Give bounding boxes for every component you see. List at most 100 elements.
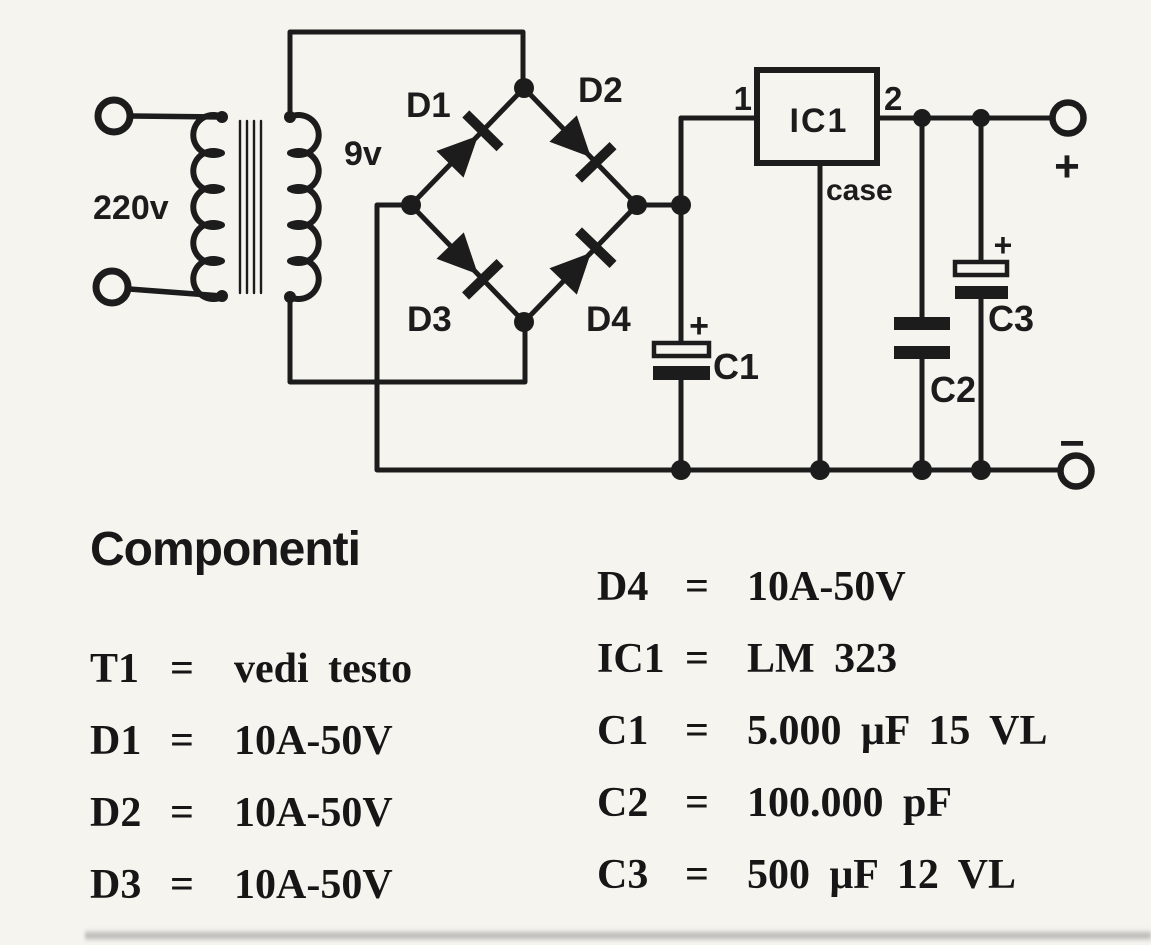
equals-sign: =	[170, 862, 194, 908]
junction-dot	[912, 460, 932, 480]
ic1-pin2-label: 2	[884, 80, 902, 117]
power-supply-schematic: 220v 9v	[92, 29, 1095, 490]
component-value: 10A-50V	[234, 790, 393, 836]
c3-plus-icon: +	[994, 227, 1013, 263]
component-value: 500 μF 12 VL	[747, 852, 1016, 898]
c1-negative-plate	[653, 366, 710, 380]
component-name: C1	[597, 708, 649, 754]
bridge-top-node	[514, 78, 534, 98]
c1-label: C1	[713, 346, 759, 387]
c2-plate-top	[894, 317, 950, 330]
c1-positive-plate	[651, 340, 712, 359]
component-name: D3	[90, 862, 142, 908]
junction-dot	[671, 195, 691, 215]
component-row-c1: C1 = 5.000 μF 15 VL	[597, 695, 1048, 767]
diode-d4-label: D4	[586, 300, 631, 339]
scan-artifact	[85, 929, 1151, 941]
diode-arrow	[436, 135, 479, 178]
component-row-d2: D2 = 10A-50V	[90, 777, 412, 849]
circuit-wires	[287, 29, 1064, 473]
equals-sign: =	[685, 852, 709, 898]
components-title: Componenti	[90, 523, 361, 576]
component-row-c2: C2=100.000 pF	[597, 767, 1048, 839]
plus-icon: +	[1054, 142, 1080, 191]
component-list-left: T1=vedi testo D1=10A-50V D2=10A-50V D3=1…	[90, 633, 412, 921]
junction-dot	[913, 109, 931, 127]
c2-label: C2	[930, 369, 976, 410]
ac-input-terminal-top	[94, 96, 134, 136]
coil-end-dots	[216, 111, 296, 303]
component-name: D4	[597, 564, 649, 610]
diode-cathode-bar	[575, 142, 617, 183]
ic1-regulator: IC1 1 2 case	[734, 67, 902, 207]
diode-arrow	[436, 232, 478, 275]
minus-icon: −	[1059, 419, 1085, 468]
capacitor-c1: + C1	[651, 307, 759, 387]
junction-dots	[401, 78, 991, 480]
diode-cathode-bar	[575, 227, 617, 268]
component-value: vedi testo	[234, 646, 413, 692]
component-row-d3: D3 = 10A-50V	[90, 849, 412, 921]
component-value: 5.000 μF 15 VL	[747, 708, 1048, 754]
equals-sign: =	[685, 708, 709, 754]
ic1-box	[754, 67, 880, 166]
secondary-coil	[287, 112, 322, 302]
diode-d2-label: D2	[578, 71, 623, 110]
component-row-d4: D4 = 10A-50V	[597, 551, 1048, 623]
dc-output-negative-terminal	[1057, 452, 1095, 490]
junction-dot	[810, 460, 830, 480]
wire	[126, 286, 225, 299]
component-name: C2	[597, 780, 649, 826]
component-row-ic1: IC1 = LM 323	[597, 623, 1048, 695]
component-list-right: D4=10A-50V IC1=LM 323 C1=5.000 μF 15 VL …	[597, 551, 1048, 911]
transformer	[92, 96, 322, 307]
component-name: C3	[597, 852, 649, 898]
component-value: 10A-50V	[234, 862, 393, 908]
junction-dot	[971, 460, 991, 480]
equals-sign: =	[170, 718, 194, 764]
component-value: 10A-50V	[747, 564, 906, 610]
capacitor-c2: C2	[894, 317, 976, 410]
diode-d4	[549, 227, 617, 295]
diode-d3	[436, 232, 504, 300]
component-name: D1	[90, 718, 142, 764]
wire-secondary-top	[287, 29, 526, 120]
equals-sign: =	[685, 636, 709, 682]
c1-plus-icon: +	[689, 307, 709, 345]
c3-positive-plate	[952, 259, 1010, 278]
transformer-core	[238, 119, 263, 295]
component-name: D2	[90, 790, 142, 836]
diode-d1-label: D1	[406, 86, 451, 125]
secondary-voltage-label: 9v	[344, 135, 382, 173]
primary-voltage-label: 220v	[93, 189, 169, 227]
diode-cathode-bar	[462, 110, 504, 152]
c2-plate-bottom	[894, 346, 950, 359]
equals-sign: =	[685, 780, 709, 826]
component-row-d1: D1 = 10A-50V	[90, 705, 412, 777]
component-row-t1: T1=vedi testo	[90, 633, 412, 705]
component-value: LM 323	[747, 636, 898, 682]
diode-cathode-bar	[462, 259, 504, 300]
dc-output-positive-terminal	[1049, 99, 1087, 137]
equals-sign: =	[685, 564, 709, 610]
component-value: 10A-50V	[234, 718, 393, 764]
capacitor-c3: + C3	[952, 227, 1034, 339]
equals-sign: =	[170, 790, 194, 836]
primary-coil	[190, 112, 225, 302]
component-name: IC1	[597, 636, 665, 682]
equals-sign: =	[170, 646, 194, 692]
diode-d3-label: D3	[407, 300, 452, 339]
ic1-name-label: IC1	[790, 102, 849, 140]
ic1-pin1-label: 1	[734, 80, 752, 117]
ic1-case-label: case	[826, 174, 893, 207]
bridge-bottom-node	[514, 312, 534, 332]
wire-secondary-bottom	[287, 294, 528, 385]
c3-negative-plate	[955, 286, 1008, 299]
ac-input-terminal-bottom	[92, 267, 132, 307]
bridge-left-node	[401, 195, 421, 215]
wire-ground-rail	[374, 202, 1064, 473]
diode-d1	[436, 110, 504, 178]
diode-d2	[549, 115, 617, 183]
bridge-rectifier: D1 D2 D3 D4	[406, 71, 640, 339]
